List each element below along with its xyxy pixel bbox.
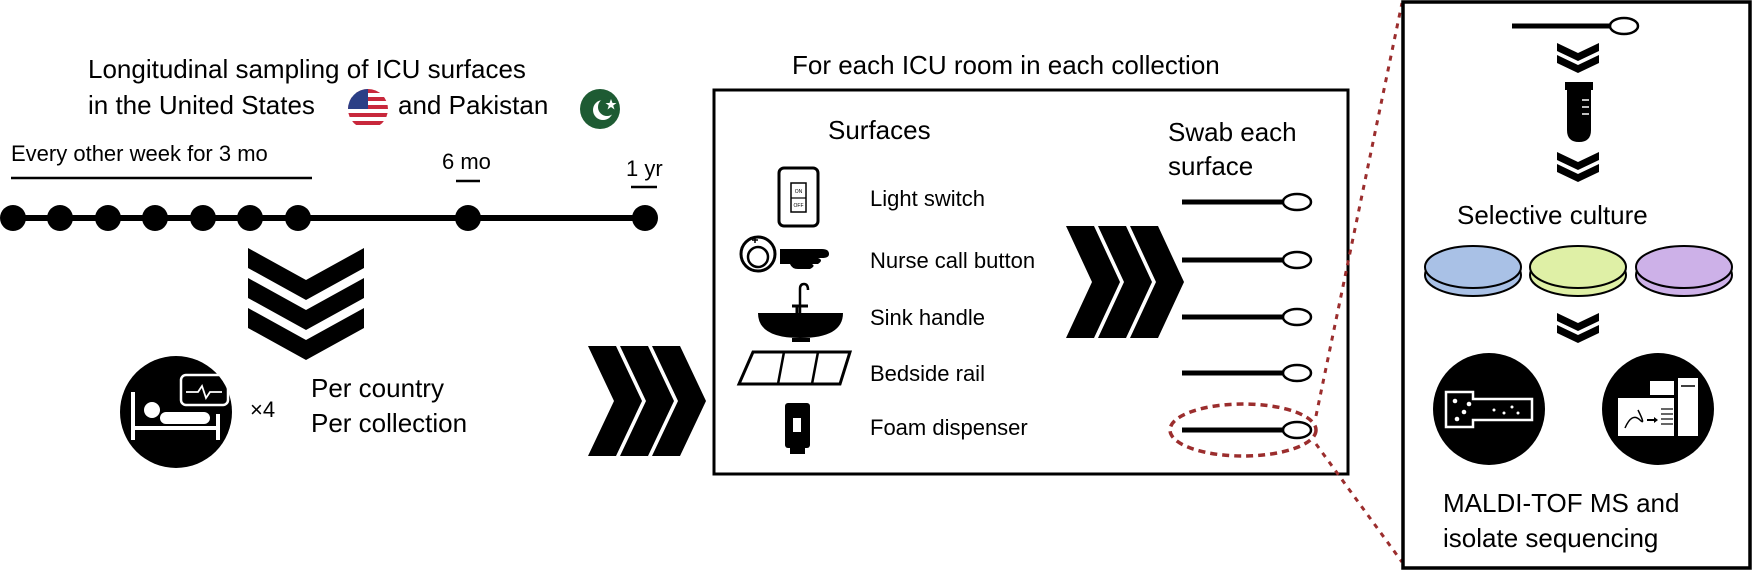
intro-line-1: Longitudinal sampling of ICU surfaces bbox=[88, 54, 526, 84]
light-switch-icon: ON OFF bbox=[777, 166, 820, 228]
room-box-title: For each ICU room in each collection bbox=[792, 50, 1220, 80]
swab-header-2: surface bbox=[1168, 151, 1254, 181]
surface-bedside-rail: Bedside rail bbox=[870, 361, 985, 386]
per-collection-label: Per collection bbox=[311, 408, 468, 438]
selective-culture-label: Selective culture bbox=[1457, 200, 1648, 230]
maldi-tof-icon bbox=[1433, 353, 1545, 465]
highlight-ellipse bbox=[1168, 402, 1318, 458]
swab-icon bbox=[1512, 16, 1640, 36]
surface-sink-handle: Sink handle bbox=[870, 305, 985, 330]
swab-icon bbox=[1182, 363, 1313, 383]
icu-bed-icon bbox=[120, 356, 232, 468]
final-line-1: MALDI-TOF MS and bbox=[1443, 488, 1680, 518]
one-year-label: 1 yr bbox=[626, 156, 663, 181]
foam-dispenser-icon bbox=[785, 403, 810, 454]
switch-off-text: OFF bbox=[794, 203, 804, 209]
swab-icon bbox=[1182, 307, 1313, 327]
sequencer-icon bbox=[1602, 353, 1714, 465]
swab-icon bbox=[1182, 420, 1313, 440]
switch-on-text: ON bbox=[795, 189, 803, 195]
zoom-line-top bbox=[1314, 2, 1404, 417]
per-country-label: Per country bbox=[311, 373, 444, 403]
right-chevron-icon bbox=[588, 346, 706, 456]
petri-dish-purple bbox=[1635, 245, 1733, 297]
timeline bbox=[0, 176, 658, 231]
six-month-label: 6 mo bbox=[442, 149, 491, 174]
final-line-2: isolate sequencing bbox=[1443, 523, 1659, 553]
petri-dish-blue bbox=[1424, 245, 1522, 297]
intro-line-2b: and Pakistan bbox=[398, 90, 549, 120]
biweekly-label: Every other week for 3 mo bbox=[11, 141, 268, 166]
bedside-rail-icon bbox=[736, 350, 853, 386]
swab-icon bbox=[1182, 250, 1313, 270]
test-tube-icon bbox=[1565, 82, 1593, 142]
swab-header-1: Swab each bbox=[1168, 117, 1297, 147]
down-chevron-icon bbox=[248, 248, 364, 360]
icu-room-box bbox=[712, 88, 1350, 476]
lab-panel bbox=[1401, 0, 1752, 570]
down-chevron-icon bbox=[1557, 152, 1599, 182]
zoom-line-bottom bbox=[1314, 443, 1404, 563]
nurse-call-button-icon bbox=[739, 235, 829, 273]
surfaces-header: Surfaces bbox=[828, 115, 931, 145]
room-multiplier: ×4 bbox=[250, 397, 276, 422]
intro-line-2a: in the United States bbox=[88, 90, 315, 120]
swab-icon bbox=[1182, 192, 1313, 212]
down-chevron-icon bbox=[1557, 313, 1599, 343]
surface-light-switch: Light switch bbox=[870, 186, 985, 211]
right-chevron-icon bbox=[1066, 226, 1184, 338]
down-chevron-icon bbox=[1557, 43, 1599, 73]
petri-dish-yellow bbox=[1529, 245, 1627, 297]
sink-icon bbox=[758, 282, 843, 342]
surface-foam-dispenser: Foam dispenser bbox=[870, 415, 1028, 440]
us-flag-icon bbox=[348, 89, 388, 129]
surface-nurse-call-button: Nurse call button bbox=[870, 248, 1036, 273]
pakistan-flag-icon bbox=[580, 89, 620, 129]
